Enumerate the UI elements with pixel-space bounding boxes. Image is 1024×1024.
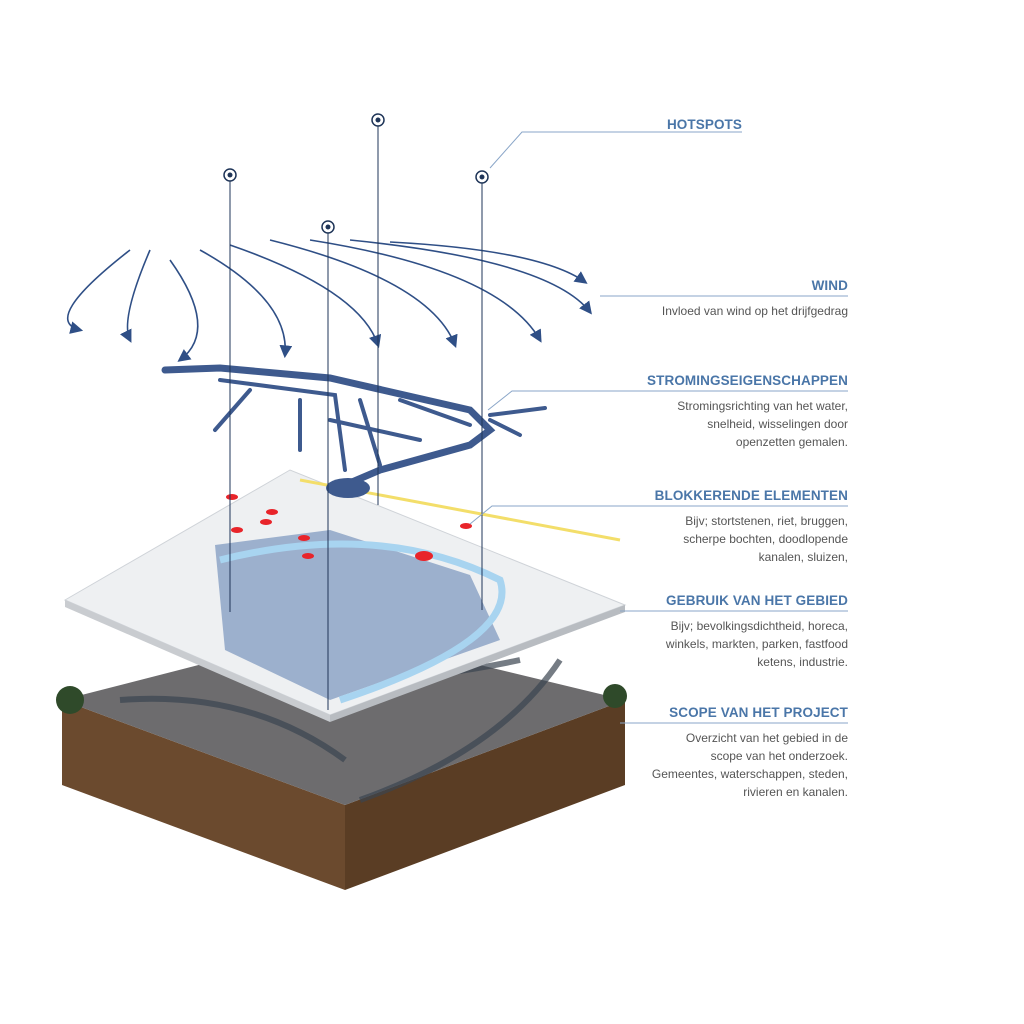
layer-label-blokkerende-elementen: BLOKKERENDE ELEMENTEN Bijv; stortstenen,…	[655, 488, 848, 566]
layer-label-hotspots: HOTSPOTS	[667, 117, 742, 132]
wind-arrows	[66, 239, 592, 362]
layer-description: Invloed van wind op het drijfgedrag	[661, 304, 848, 318]
blocking-elements	[226, 494, 472, 561]
leader-lines	[469, 131, 848, 724]
layer-description: Stromingsrichting van het water, snelhei…	[677, 399, 848, 449]
layer-label-gebruik: GEBRUIK VAN HET GEBIED Bijv; bevolkingsd…	[666, 593, 848, 671]
layer-description: Bijv; bevolkingsdichtheid, horeca, winke…	[665, 619, 848, 669]
layer-description: Overzicht van het gebied in de scope van…	[651, 731, 848, 799]
layer-title: HOTSPOTS	[666, 117, 742, 132]
layer-title: BLOKKERENDE ELEMENTEN	[654, 488, 848, 503]
layer-description: Bijv; stortstenen, riet, bruggen, scherp…	[683, 514, 848, 564]
layer-label-scope: SCOPE VAN HET PROJECT Overzicht van het …	[652, 705, 848, 801]
layer-title: WIND	[811, 278, 848, 293]
layer-title: STROMINGSEIGENSCHAPPEN	[647, 373, 848, 388]
flow-network	[161, 364, 547, 498]
layer-label-stromingseigenschappen: STROMINGSEIGENSCHAPPEN Stromingsrichting…	[647, 373, 848, 451]
layer-title: SCOPE VAN HET PROJECT	[669, 705, 848, 720]
layer-label-wind: WIND Invloed van wind op het drijfgedrag	[662, 278, 848, 320]
ground-block	[56, 630, 627, 890]
layer-title: GEBRUIK VAN HET GEBIED	[666, 593, 848, 608]
hotspot-pins	[223, 113, 489, 710]
map-plane	[63, 469, 627, 722]
